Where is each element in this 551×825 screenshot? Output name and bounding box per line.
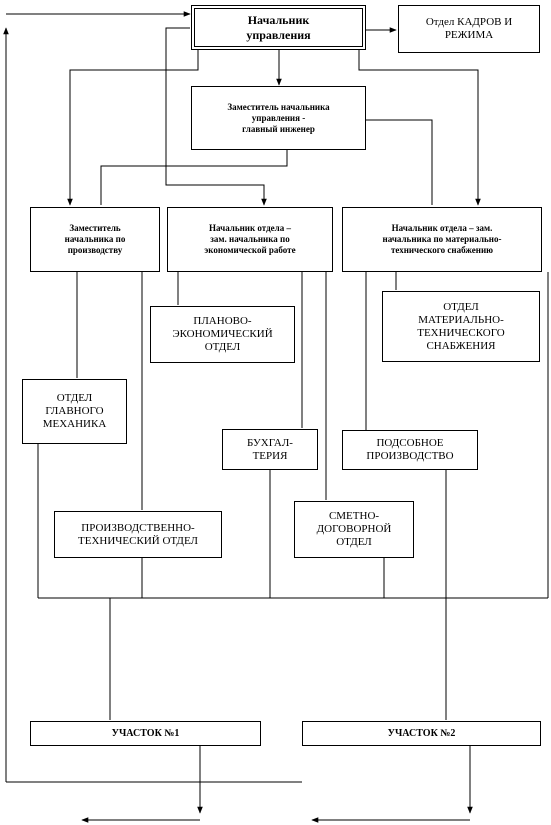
chief-mechanic-box: ОТДЕЛ ГЛАВНОГО МЕХАНИКА: [22, 379, 127, 444]
site2-box: УЧАСТОК №2: [302, 721, 541, 746]
planning-dept-box: ПЛАНОВО- ЭКОНОМИЧЕСКИЙ ОТДЕЛ: [150, 306, 295, 363]
hr-box: Отдел КАДРОВ И РЕЖИМА: [398, 5, 540, 53]
deputy-supply-box: Начальник отдела – зам. начальника по ма…: [342, 207, 542, 272]
chief-engineer-right: [366, 119, 433, 205]
head-to-deputy-production: [67, 50, 199, 206]
estimates-dept-box: СМЕТНО- ДОГОВОРНОЙ ОТДЕЛ: [294, 501, 414, 558]
supply-dept-box: ОТДЕЛ МАТЕРИАЛЬНО- ТЕХНИЧЕСКОГО СНАБЖЕНИ…: [382, 291, 540, 362]
accounting-box: БУХГАЛ- ТЕРИЯ: [222, 429, 318, 470]
head-box: Начальник управления: [191, 5, 366, 50]
site1-box: УЧАСТОК №1: [30, 721, 261, 746]
production-tech-dept-box: ПРОИЗВОДСТВЕННО- ТЕХНИЧЕСКИЙ ОТДЕЛ: [54, 511, 222, 558]
head-to-deputy-supply: [358, 50, 481, 206]
chief-engineer-box: Заместитель начальника управления - глав…: [191, 86, 366, 150]
deputy-economics-box: Начальник отдела – зам. начальника по эк…: [167, 207, 333, 272]
subsidiary-production-box: ПОДСОБНОЕ ПРОИЗВОДСТВО: [342, 430, 478, 470]
head-to-deputy-economics: [165, 27, 267, 206]
chief-engineer-branch: [100, 150, 288, 205]
deputy-production-box: Заместитель начальника по производству: [30, 207, 160, 272]
